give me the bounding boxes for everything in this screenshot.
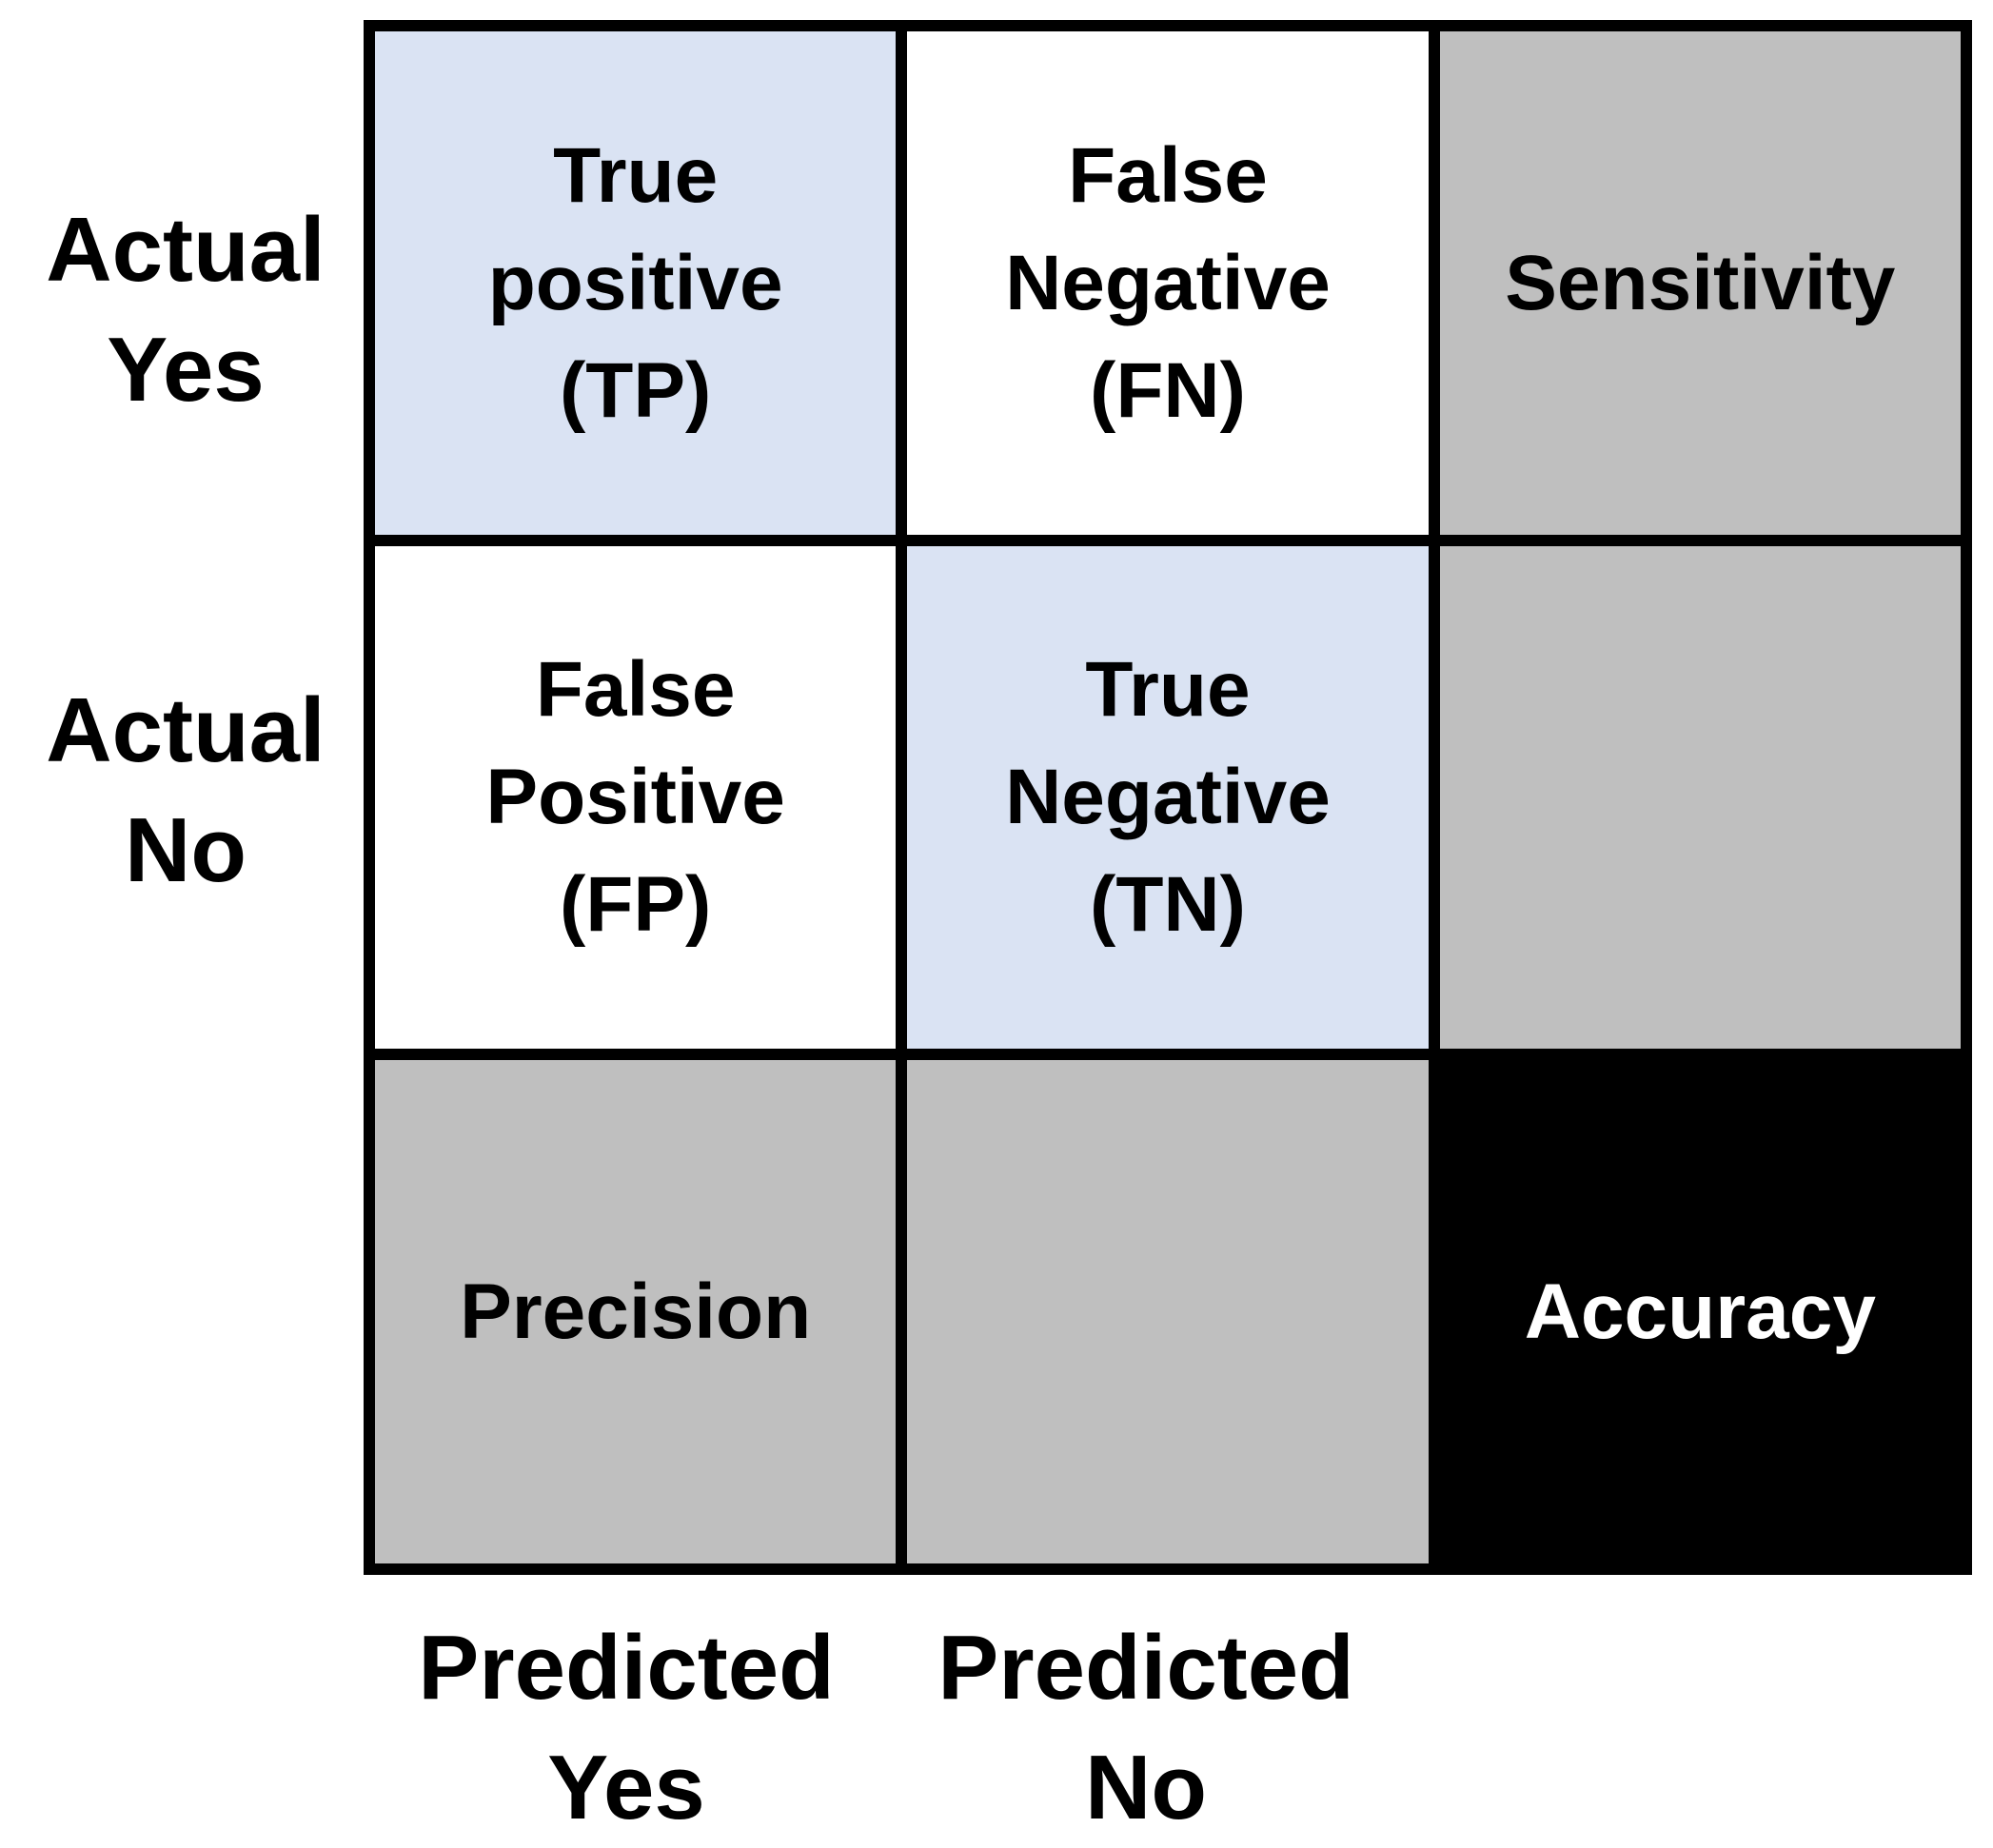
cell-true-negative: True Negative (TN) [907,545,1429,1050]
cell-false-negative: False Negative (FN) [907,31,1429,535]
cell-sensitivity: Sensitivity [1439,31,1961,535]
confusion-matrix-grid: True positive (TP) False Negative (FN) S… [364,20,1972,1575]
cell-empty-bottom [907,1060,1429,1563]
cell-true-positive: True positive (TP) [375,31,897,535]
cell-false-positive: False Positive (FP) [375,545,897,1050]
cell-accuracy: Accuracy [1439,1060,1961,1563]
row-label-actual-no: Actual No [46,679,326,901]
cell-precision: Precision [375,1060,897,1563]
col-label-predicted-no: Predicted No [937,1617,1354,1838]
cell-empty-right [1439,545,1961,1050]
row-label-actual-yes: Actual Yes [46,199,326,421]
col-label-predicted-yes: Predicted Yes [418,1617,835,1838]
